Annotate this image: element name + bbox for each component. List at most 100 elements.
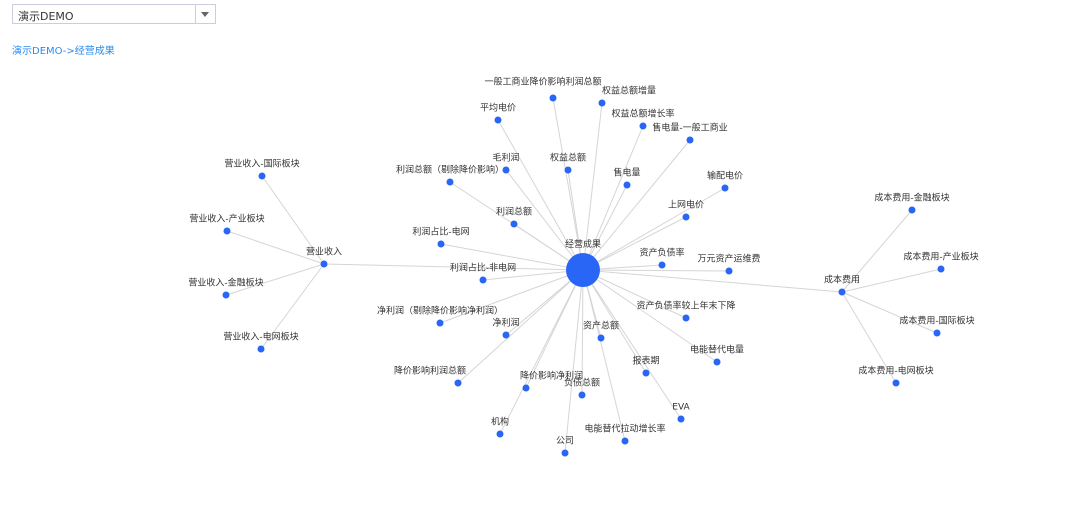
graph-node[interactable] (510, 220, 518, 228)
graph-node[interactable] (561, 449, 569, 457)
graph-node[interactable] (454, 379, 462, 387)
graph-edge (497, 119, 584, 271)
graph-edge (260, 263, 325, 350)
project-select-value: 演示DEMO (18, 10, 74, 23)
graph-node[interactable] (937, 265, 945, 273)
graph-node-label: 一般工商业降价影响利润总额 (484, 76, 601, 88)
graph-edge (841, 291, 938, 334)
center-node[interactable] (566, 253, 600, 287)
graph-node[interactable] (479, 276, 487, 284)
graph-node-label: 机构 (491, 416, 509, 428)
graph-edge (841, 291, 897, 384)
graph-node[interactable] (682, 314, 690, 322)
graph-node[interactable] (522, 384, 530, 392)
graph-edge (841, 209, 913, 293)
graph-edge (505, 169, 584, 271)
graph-node[interactable] (658, 261, 666, 269)
graph-edge (582, 216, 687, 271)
graph-node-label: 权益总额增长率 (611, 108, 674, 120)
graph-node[interactable] (639, 122, 647, 130)
breadcrumb[interactable]: 演示DEMO->经营成果 (12, 46, 115, 57)
graph-node[interactable] (258, 172, 266, 180)
graph-edge (225, 263, 325, 296)
center-node-label: 经营成果 (565, 238, 601, 250)
project-select[interactable]: 演示DEMO (12, 4, 216, 24)
graph-edge (582, 269, 687, 319)
graph-node[interactable] (436, 319, 444, 327)
graph-edge (226, 230, 325, 265)
graph-node[interactable] (502, 331, 510, 339)
graph-edge (582, 269, 626, 442)
graph-node-label: 电能替代拉动增长率 (584, 423, 665, 435)
hub-node[interactable] (320, 260, 328, 268)
graph-node-label: 平均电价 (480, 102, 516, 114)
graph-edge (582, 187, 726, 271)
graph-node-label: 成本费用-金融板块 (874, 192, 949, 204)
graph-node-label: 权益总额 (550, 152, 586, 164)
graph-node[interactable] (598, 99, 606, 107)
graph-edge (552, 97, 584, 271)
graph-edge (582, 269, 730, 272)
graph-node-label: 营业收入-电网板块 (223, 331, 298, 343)
graph-node[interactable] (725, 267, 733, 275)
graph-node[interactable] (222, 291, 230, 299)
graph-node[interactable] (713, 358, 721, 366)
graph-edge (582, 125, 644, 271)
graph-node[interactable] (446, 178, 454, 186)
hub-node-label: 成本费用 (824, 274, 860, 286)
graph-node-label: 降价影响净利润 (520, 370, 583, 382)
graph-edge (582, 102, 603, 271)
graph-node-label: 售电量 (613, 167, 640, 179)
graph-edge (841, 268, 942, 293)
graph-node-label: 公司 (556, 436, 574, 447)
hub-node[interactable] (838, 288, 846, 296)
graph-node-label: 成本费用-产业板块 (903, 251, 978, 263)
graph-node-label: 资产负债率 (639, 247, 684, 259)
graph-edge (564, 269, 584, 454)
graph-node[interactable] (223, 227, 231, 235)
graph-node[interactable] (642, 369, 650, 377)
graph-node-label: EVA (672, 403, 690, 413)
graph-node-label: 利润占比-非电网 (450, 262, 516, 274)
graph-edge (582, 139, 691, 271)
graph-edge (499, 269, 584, 435)
graph-node-label: 成本费用-国际板块 (899, 315, 974, 327)
graph-node[interactable] (908, 206, 916, 214)
graph-node-label: 净利润（剔除降价影响净利润） (377, 305, 503, 317)
graph-node[interactable] (933, 329, 941, 337)
graph-node[interactable] (564, 166, 572, 174)
graph-node-label: 降价影响利润总额 (394, 365, 466, 377)
graph-node-label: 利润占比-电网 (412, 226, 469, 238)
graph-node-label: 成本费用-电网板块 (858, 365, 933, 377)
graph-node[interactable] (578, 391, 586, 399)
graph-edge (582, 269, 843, 293)
graph-node[interactable] (496, 430, 504, 438)
hub-node-label: 营业收入 (306, 246, 342, 258)
graph-node[interactable] (686, 136, 694, 144)
graph-node[interactable] (549, 94, 557, 102)
graph-edge (582, 269, 682, 420)
graph-node-label: 上网电价 (668, 199, 704, 211)
graph-node-label: 报表期 (632, 355, 659, 367)
graph-node[interactable] (721, 184, 729, 192)
chevron-down-icon[interactable] (195, 5, 215, 23)
graph-edge (323, 263, 584, 271)
graph-node-label: 营业收入-国际板块 (224, 158, 299, 170)
graph-node[interactable] (621, 437, 629, 445)
graph-node-label: 输配电价 (707, 170, 743, 182)
graph-node-label: 净利润 (492, 317, 519, 329)
graph-node[interactable] (892, 379, 900, 387)
graph-node-label: 负债总额 (564, 377, 600, 389)
graph-node[interactable] (257, 345, 265, 353)
graph-edge (457, 269, 584, 384)
graph-node-label: 资产负债率较上年末下降 (636, 300, 735, 312)
graph-node[interactable] (623, 181, 631, 189)
graph-node[interactable] (494, 116, 502, 124)
graph-node[interactable] (502, 166, 510, 174)
graph-node[interactable] (682, 213, 690, 221)
graph-edge (261, 175, 325, 265)
graph-node[interactable] (437, 240, 445, 248)
graph-node[interactable] (597, 334, 605, 342)
graph-node[interactable] (677, 415, 685, 423)
